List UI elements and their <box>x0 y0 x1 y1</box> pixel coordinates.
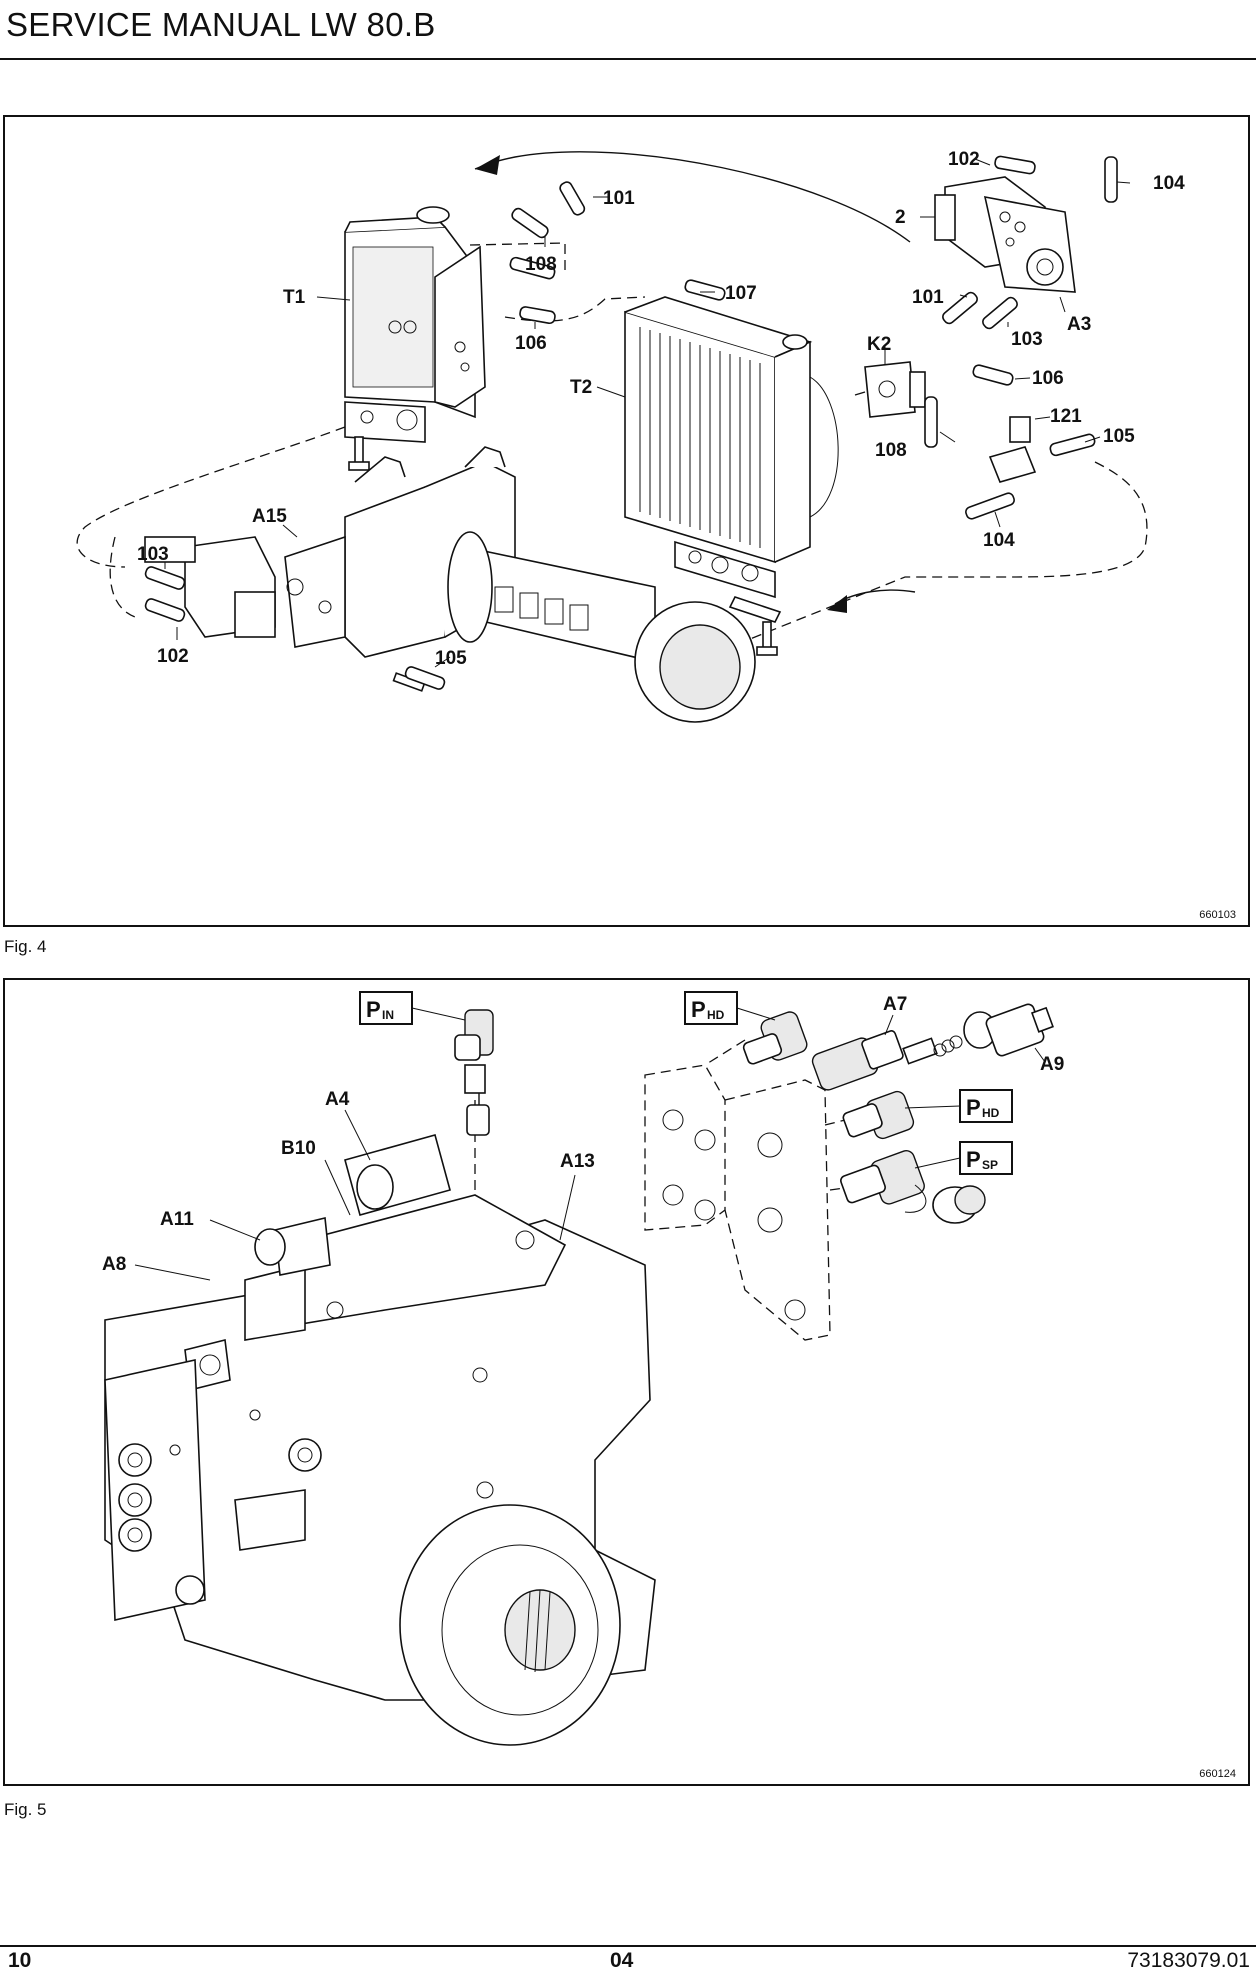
callout-A15: A15 <box>252 506 287 527</box>
pressure-fitting-psp <box>840 1150 927 1213</box>
tank-T1 <box>344 206 486 419</box>
callout-102-left: 102 <box>157 646 189 667</box>
document-number: 73183079.01 <box>1127 1949 1250 1972</box>
callout-108-right: 108 <box>875 440 907 461</box>
callout-T1: T1 <box>283 287 306 308</box>
boxed-label-phd-mid: P HD <box>959 1089 1013 1123</box>
svg-text:P: P <box>366 997 381 1022</box>
svg-text:IN: IN <box>382 1008 394 1022</box>
callout-2: 2 <box>895 207 906 228</box>
svg-text:P: P <box>691 997 706 1022</box>
figure-4-caption: Fig. 4 <box>4 937 47 956</box>
callout-K2: K2 <box>867 334 891 355</box>
pump-2-A3 <box>934 176 1076 293</box>
clamp-bottom <box>674 540 782 656</box>
callout-102-top: 102 <box>948 149 980 170</box>
callout-103-right: 103 <box>1011 329 1043 350</box>
figure-5-drawing: P IN P HD P HD P SP <box>3 978 1250 1786</box>
leader-phd-mid <box>904 1105 961 1109</box>
callout-108-top: 108 <box>525 254 557 275</box>
svg-text:HD: HD <box>982 1106 1000 1120</box>
callout-A7: A7 <box>883 994 907 1015</box>
callout-A8: A8 <box>102 1254 126 1275</box>
footer-rule <box>0 1945 1256 1947</box>
route-line-5 <box>704 461 1148 658</box>
callout-105-bottom: 105 <box>435 648 467 669</box>
callout-106-left: 106 <box>515 333 547 354</box>
route-line-3 <box>76 426 346 568</box>
pump-assembly <box>104 1134 656 1746</box>
callout-105-right: 105 <box>1103 426 1135 447</box>
callout-A11: A11 <box>160 1209 194 1230</box>
callout-106-right: 106 <box>1032 368 1064 389</box>
route-line-4 <box>109 536 136 618</box>
callout-101-top: 101 <box>603 188 635 209</box>
hose-fittings <box>144 155 1118 690</box>
cartridge-A9 <box>963 1003 1054 1057</box>
cooler-T2 <box>624 296 839 564</box>
callout-104-bottom: 104 <box>983 530 1015 551</box>
leader-pin <box>411 1007 466 1021</box>
document-title: SERVICE MANUAL LW 80.B <box>6 6 436 43</box>
callout-T2: T2 <box>570 377 592 398</box>
svg-text:P: P <box>966 1147 981 1172</box>
callout-B10: B10 <box>281 1138 316 1159</box>
svg-text:HD: HD <box>707 1008 725 1022</box>
figure-4-illustration: 101 108 107 106 T1 T2 102 104 2 101 A3 1… <box>76 149 1185 723</box>
section-number: 04 <box>610 1949 634 1972</box>
figure-5-caption: Fig. 5 <box>4 1800 47 1819</box>
callout-103-left: 103 <box>137 544 169 565</box>
leader-lines-fig4 <box>164 158 1131 668</box>
figure-4-drawing: 101 108 107 106 T1 T2 102 104 2 101 A3 1… <box>3 115 1250 927</box>
valve-K2 <box>854 361 926 418</box>
manifold-ports <box>662 1109 806 1321</box>
boxed-label-psp: P SP <box>959 1141 1013 1175</box>
pressure-fitting-phd-top <box>742 1011 808 1065</box>
callout-104-top: 104 <box>1153 173 1185 194</box>
callout-107: 107 <box>725 283 757 304</box>
leader-psp <box>914 1157 961 1169</box>
flow-arrowhead-mid <box>827 595 847 613</box>
manifold-outline-right <box>724 1079 831 1341</box>
pressure-fitting-pin <box>454 1009 494 1136</box>
drawing-code-fig5: 660124 <box>1199 1768 1236 1780</box>
callout-A4: A4 <box>325 1089 350 1110</box>
cartridge-A7 <box>811 1030 963 1091</box>
callout-A3: A3 <box>1067 314 1091 335</box>
page-number: 10 <box>8 1949 32 1972</box>
drawing-code-fig4: 660103 <box>1199 909 1236 921</box>
connector-line-phd1 <box>704 1039 746 1066</box>
svg-text:SP: SP <box>982 1158 998 1172</box>
callout-A13: A13 <box>560 1151 595 1172</box>
callout-101-right: 101 <box>912 287 944 308</box>
boxed-label-phd-top: P HD <box>684 991 738 1025</box>
figure-5-illustration: P IN P HD P HD P SP <box>102 991 1064 1746</box>
header-rule <box>0 58 1256 60</box>
flow-arrowhead-top <box>475 155 500 175</box>
axle-A15 <box>144 446 756 723</box>
leader-lines-fig5 <box>134 1014 1046 1281</box>
callout-A9: A9 <box>1040 1054 1064 1075</box>
pressure-fitting-phd-mid <box>842 1090 915 1140</box>
plug-fitting <box>932 1185 986 1224</box>
callout-121: 121 <box>1050 406 1082 427</box>
clamp-T1 <box>344 401 426 471</box>
svg-text:P: P <box>966 1095 981 1120</box>
route-line-1 <box>469 242 566 272</box>
boxed-label-pin: P IN <box>359 991 413 1025</box>
leader-phd-top <box>736 1007 776 1021</box>
manifold-outline-left <box>644 1064 726 1231</box>
